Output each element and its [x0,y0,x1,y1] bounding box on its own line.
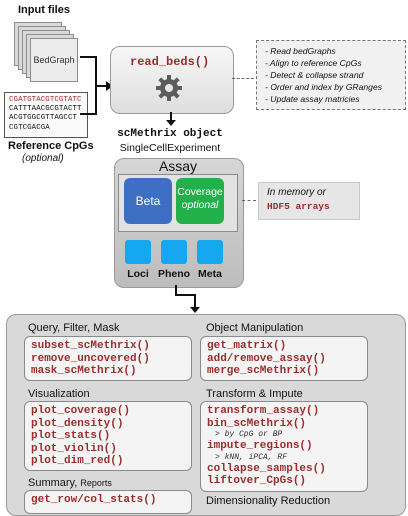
function-item: plot_stats() [31,430,111,443]
function-item: add/remove_assay() [207,352,326,365]
arrow-head [190,307,200,313]
step-item: - Read bedGraphs [265,46,336,56]
summary-title: Summary, Reports [28,477,112,489]
step-item: - Update assay matricies [265,94,360,104]
loci-label: Loci [127,268,149,280]
function-item: plot_dim_red() [31,455,124,468]
function-item: transform_assay() [207,405,320,417]
connector [80,113,96,115]
arrow-head [166,120,176,126]
connector [95,85,109,87]
function-item: get_row/col_stats() [31,494,157,506]
function-item: remove_uncovered() [31,352,150,365]
bedgraph-file-icon: BedGraph [30,38,78,82]
coverage-matrix: Coverage optional [176,178,224,224]
function-item: mask_scMethrix() [31,365,137,378]
summary-box: get_row/col_stats() [24,490,192,514]
reference-note: (optional) [22,153,64,164]
connector [242,200,256,201]
transform-title: Transform & Impute [206,388,303,400]
query-box: subset_scMethrix() remove_uncovered() ma… [24,336,192,381]
function-item: collapse_samples() [207,462,326,475]
function-item: plot_density() [31,417,124,430]
query-title: Query, Filter, Mask [28,322,120,334]
input-files-title: Input files [18,4,70,16]
dim-reduction-title: Dimensionality Reduction [206,495,331,507]
connector [170,112,172,122]
read-beds-box [110,46,234,114]
visualization-title: Visualization [28,388,90,400]
pheno-square [161,240,187,264]
object-name: scMethrix object [117,128,223,140]
function-item: subset_scMethrix() [31,340,150,352]
step-item: - Align to reference CpGs [265,58,362,68]
function-item: liftover_CpGs() [207,475,307,488]
meta-square [197,240,223,264]
connector [80,56,96,58]
function-item: plot_violin() [31,442,117,455]
connector [232,78,254,79]
function-item: bin_scMethrix() [207,417,307,430]
steps-box: - Read bedGraphs - Align to reference Cp… [256,40,406,110]
object-manipulation-box: get_matrix() add/remove_assay() merge_sc… [200,336,368,381]
connector [194,294,196,308]
loci-square [125,240,151,264]
connector [175,285,177,295]
object-manipulation-title: Object Manipulation [206,322,304,334]
reference-sequence: CGATGTACGTCGTATC CATTTAACGCGTACTT ACGTGG… [4,92,88,138]
function-item: get_matrix() [207,340,287,352]
step-item: - Detect & collapse strand [265,70,364,80]
storage-box: In memory or HDF5 arrays [258,182,360,220]
beta-matrix: Beta [124,178,172,224]
visualization-box: plot_coverage() plot_density() plot_stat… [24,401,192,471]
meta-label: Meta [198,268,222,280]
function-item: impute_regions() [207,440,313,453]
function-item: plot_coverage() [31,405,131,417]
arrow-head [106,81,113,91]
assay-title: Assay [158,158,198,174]
gear-icon [155,74,183,102]
reference-title: Reference CpGs [8,140,94,152]
step-item: - Order and index by GRanges [265,82,383,92]
object-class: SingleCellExperiment [119,142,221,154]
connector [175,294,195,296]
pheno-label: Pheno [157,268,191,280]
read-beds-label: read_beds() [130,55,210,69]
function-note: > by CpG or BP [215,430,283,440]
function-note: > kNN, iPCA, RF [215,452,288,462]
transform-box: transform_assay() bin_scMethrix() > by C… [200,401,368,492]
function-item: merge_scMethrix() [207,365,320,378]
